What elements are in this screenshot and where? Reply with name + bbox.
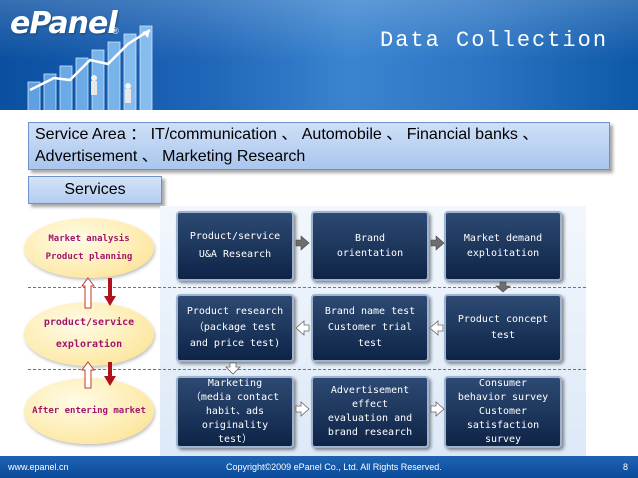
stage-after-entering-market: After entering market — [24, 378, 154, 444]
box-line: test — [357, 338, 383, 349]
box-line: survey — [484, 434, 522, 445]
footer-bar: www.epanel.cn Copyright©2009 ePanel Co.,… — [0, 456, 638, 478]
service-area-line-1: Service Area ： IT/communication 、 Automo… — [35, 126, 539, 143]
header-banner: ePanel ® Data Collection — [0, 0, 638, 110]
box-line: behavior survey — [457, 392, 549, 403]
box-line: Advertisement — [330, 385, 410, 396]
box-line: evaluation and — [327, 413, 413, 424]
box-line: exploitation — [466, 248, 540, 259]
box-product-ua-research: Product/service U&A Research — [176, 211, 294, 281]
service-area-banner: Service Area ： IT/communication 、 Automo… — [28, 122, 610, 170]
stage-separator-line — [28, 369, 586, 370]
box-line: Customer trial — [327, 322, 413, 333]
box-advertisement-effect: Advertisement effect evaluation and bran… — [311, 376, 429, 448]
box-consumer-behavior: Consumer behavior survey Customer satisf… — [444, 376, 562, 448]
box-line: Brand — [354, 233, 386, 244]
box-product-concept-test: Product concept test — [444, 294, 562, 362]
stage-transition-arrows — [81, 277, 116, 309]
box-line: Marketing — [207, 378, 263, 389]
box-brand-orientation: Brand orientation — [311, 211, 429, 281]
stage-label: product/service — [43, 317, 135, 328]
registered-mark: ® — [112, 26, 119, 36]
box-line: Product research — [186, 306, 284, 317]
box-marketing: Marketing （media contact habit、ads origi… — [176, 376, 294, 448]
box-line: satisfaction — [466, 420, 540, 431]
down-arrow-head — [104, 376, 116, 386]
footer-copyright: Copyright©2009 ePanel Co., Ltd. All Righ… — [226, 462, 442, 472]
epanel-logo: ePanel — [10, 6, 118, 41]
box-line: Brand name test — [324, 306, 416, 317]
box-line: test） — [217, 434, 253, 445]
down-arrow-icon — [108, 278, 112, 298]
stage-label: Market analysis — [48, 234, 130, 244]
down-arrow-icon — [108, 362, 112, 378]
box-line: effect — [351, 399, 389, 410]
up-arrow-icon — [81, 277, 95, 309]
stage-label: exploration — [55, 339, 123, 350]
header-sheen — [0, 0, 638, 60]
box-line: Product concept — [457, 314, 549, 325]
stage-product-exploration: product/service exploration — [24, 302, 154, 366]
slide-title: Data Collection — [380, 28, 609, 53]
box-line: habit、ads — [205, 406, 265, 417]
box-line: orientation — [336, 248, 404, 259]
service-area-line-2: Advertisement 、 Marketing Research — [35, 148, 306, 165]
down-arrow-head — [104, 296, 116, 306]
box-line: Consumer — [478, 378, 528, 389]
stage-label: Product planning — [45, 252, 133, 262]
box-line: U&A Research — [198, 249, 272, 260]
page-number: 8 — [622, 462, 628, 472]
footer-website: www.epanel.cn — [8, 462, 69, 472]
box-product-research: Product research （package test and price… — [176, 294, 294, 362]
box-brand-name-test: Brand name test Customer trial test — [311, 294, 429, 362]
box-market-demand: Market demand exploitation — [444, 211, 562, 281]
box-line: （package test — [193, 322, 277, 333]
stage-transition-arrows — [81, 361, 116, 389]
box-line: （media contact — [190, 392, 280, 403]
box-line: brand research — [327, 427, 413, 438]
stage-label: After entering market — [32, 406, 146, 416]
box-line: Market demand — [463, 233, 543, 244]
services-label: Services — [28, 176, 162, 204]
box-line: Customer — [478, 406, 528, 417]
box-line: test — [490, 330, 516, 341]
stage-market-analysis: Market analysis Product planning — [24, 218, 154, 278]
up-arrow-icon — [81, 361, 95, 389]
growth-chart-graphic — [27, 25, 153, 110]
box-line: originality — [201, 420, 269, 431]
box-line: Product/service — [189, 231, 281, 242]
box-line: and price test) — [189, 338, 281, 349]
stage-separator-line — [28, 287, 586, 288]
